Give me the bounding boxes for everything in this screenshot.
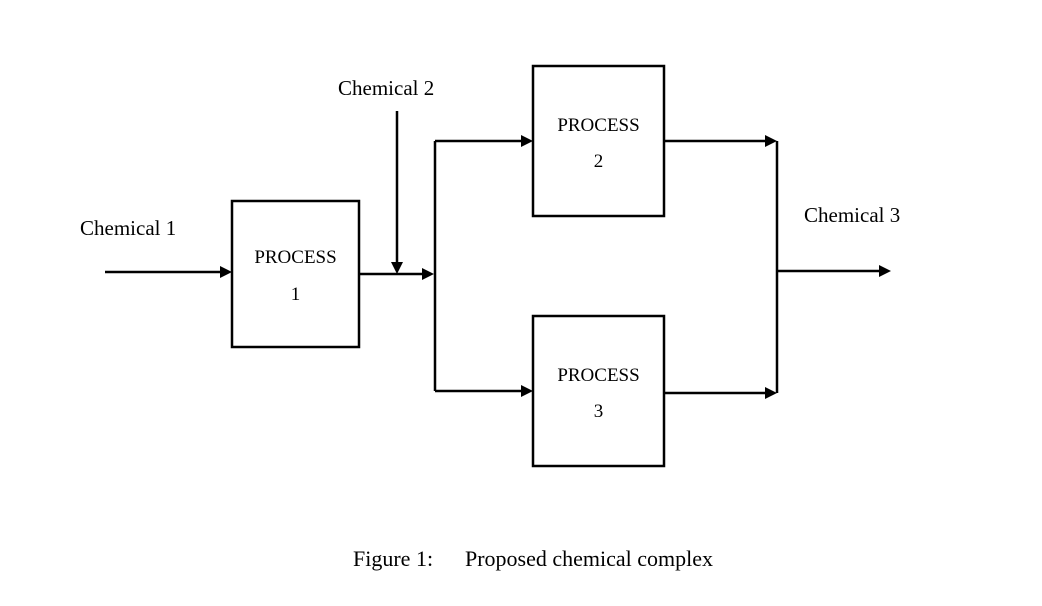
chemical-2-arrow [391,111,403,274]
figure-caption: Figure 1: Proposed chemical complex [353,546,713,571]
chemical-1-label: Chemical 1 [80,216,176,240]
figure-number: Figure 1: [353,546,433,571]
chemical-3-arrow [777,265,891,277]
chemical-3-label: Chemical 3 [804,203,900,227]
chemical-2-label: Chemical 2 [338,76,434,100]
process-3-output-arrow [664,387,777,399]
figure-title: Proposed chemical complex [465,546,713,571]
process-3-title: PROCESS [557,365,639,386]
process-2-input-arrow [435,135,533,147]
process-2-title: PROCESS [557,115,639,136]
process-2-number: 2 [594,151,604,172]
process-1-box: PROCESS 1 [230,199,361,349]
process-3-number: 3 [594,401,604,422]
process-2-output-arrow [664,135,777,147]
chemical-1-arrow [105,266,232,278]
process-2-box: PROCESS 2 [531,64,666,218]
process-3-input-arrow [435,385,533,397]
process-1-output-arrow [359,268,434,280]
process-1-title: PROCESS [254,247,336,268]
process-3-box: PROCESS 3 [531,314,666,468]
process-1-number: 1 [291,284,301,305]
